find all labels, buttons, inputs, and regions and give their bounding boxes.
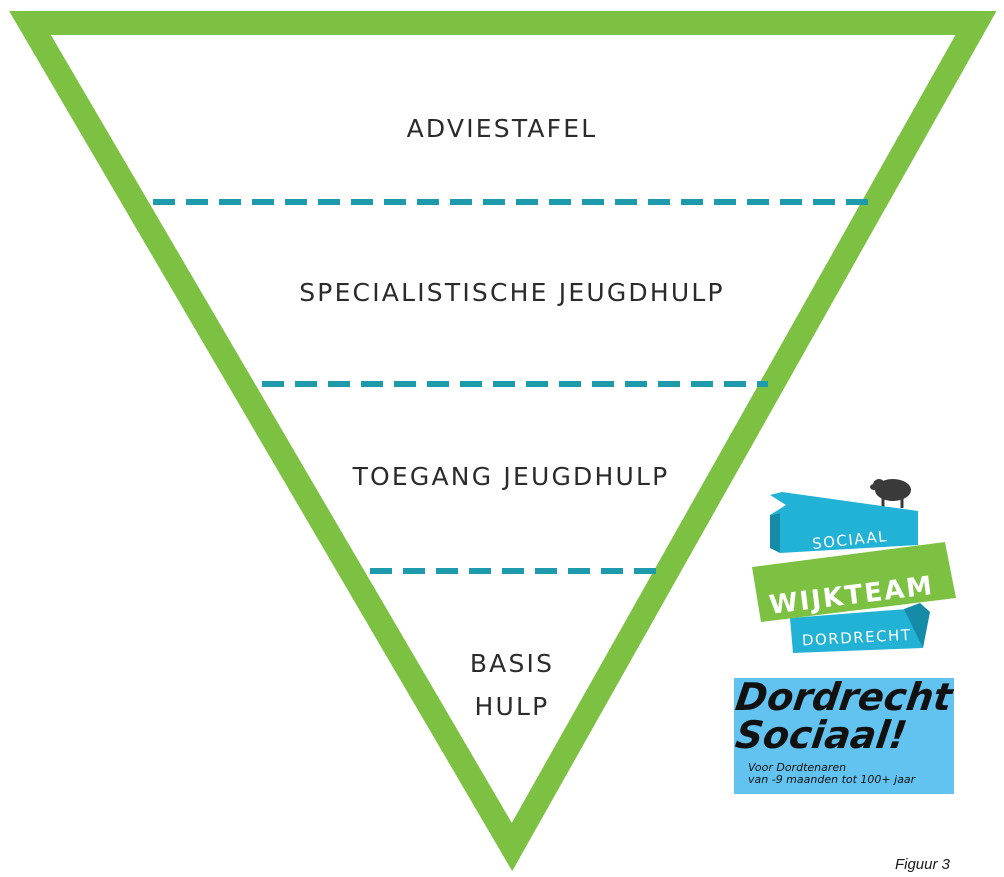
- ribbon-bottom: [790, 608, 923, 653]
- layer-label-toegang-jeugdhulp: TOEGANG JEUGDHULP: [352, 462, 670, 491]
- logo-title-line-2: Sociaal!: [734, 713, 910, 757]
- logo-tagline-line-2: van -9 maanden tot 100+ jaar: [748, 773, 916, 786]
- layer-label-basis: BASIS: [470, 649, 554, 678]
- sheep-icon: [870, 479, 911, 508]
- layer-label-adviestafel: ADVIESTAFEL: [407, 114, 598, 143]
- figure-caption: Figuur 3: [894, 856, 950, 873]
- pyramid-outline: [9, 10, 997, 872]
- layer-label-specialistische-jeugdhulp: SPECIALISTISCHE JEUGDHULP: [299, 278, 725, 307]
- ribbon-middle: [752, 542, 956, 622]
- logo-title-line-1: Dordrecht: [734, 678, 954, 719]
- layer-label-hulp: HULP: [475, 692, 550, 721]
- dordrecht-sociaal-logo: Dordrecht Sociaal! Voor Dordtenaren van …: [734, 678, 954, 794]
- logo-word-dordrecht: DORDRECHT: [801, 626, 911, 650]
- logo-tagline-line-1: Voor Dordtenaren: [748, 761, 847, 774]
- dordrecht-sociaal-logo-bg: [734, 678, 954, 794]
- ribbon-top: [770, 492, 918, 553]
- sociaal-wijkteam-logo: SOCIAAL DORDRECHT WIJKTEAM: [752, 479, 956, 653]
